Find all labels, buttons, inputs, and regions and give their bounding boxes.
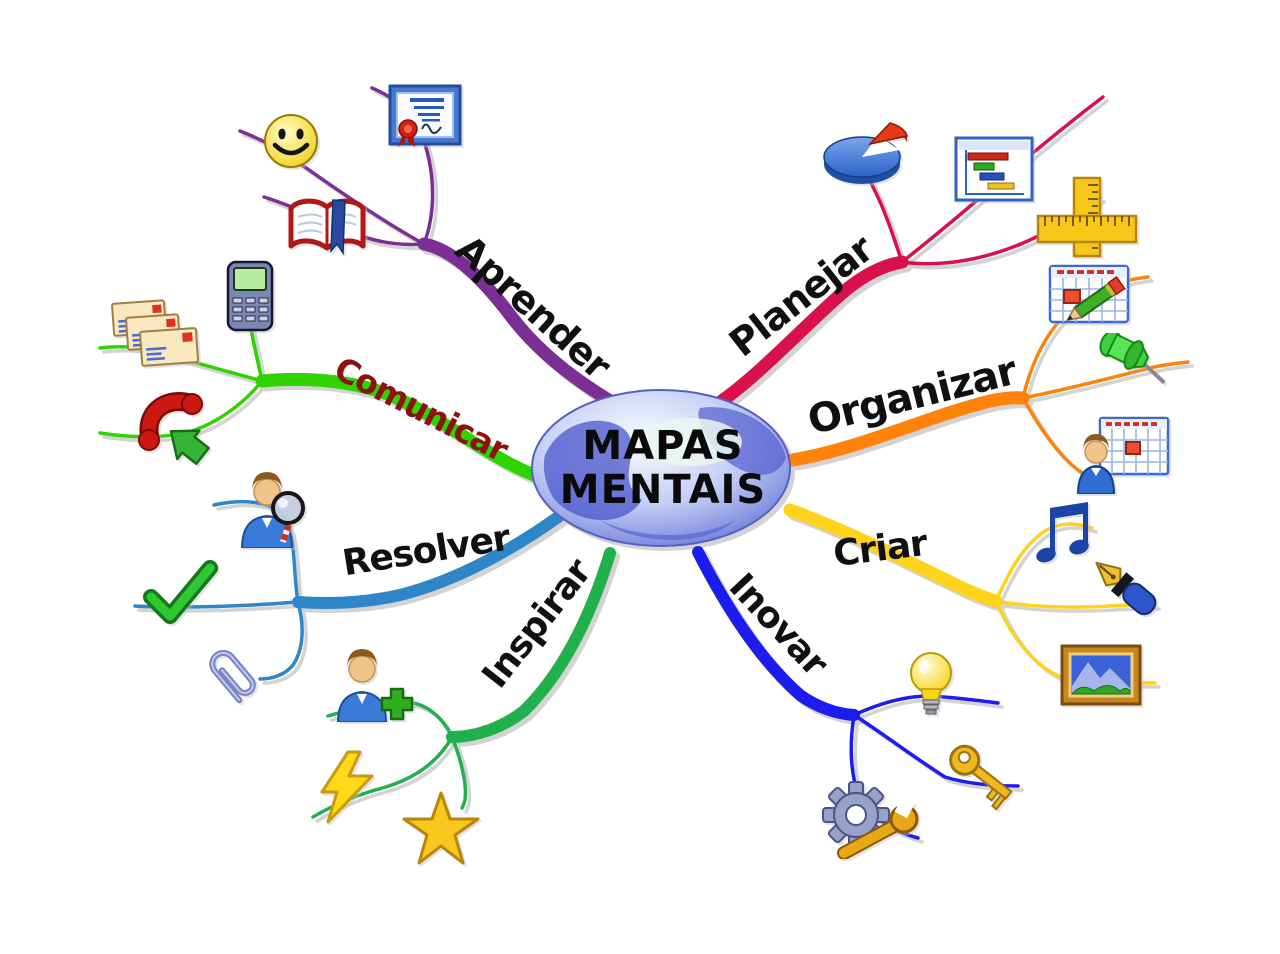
paperclip-icon[interactable] xyxy=(193,638,273,710)
key-icon[interactable] xyxy=(934,743,1014,825)
branch-criar-trunk xyxy=(783,503,1003,608)
branch-aprender-smiley-line xyxy=(238,129,426,246)
certificate-icon[interactable] xyxy=(388,84,462,150)
branch-inspirar-lightning-line xyxy=(311,735,454,819)
branch-planejar-trunk xyxy=(701,255,909,417)
picture-frame-icon[interactable] xyxy=(1060,644,1142,706)
envelopes-icon[interactable] xyxy=(110,298,202,368)
open-book-icon[interactable] xyxy=(286,196,368,258)
gantt-chart-icon[interactable] xyxy=(954,136,1034,204)
music-notes-icon[interactable] xyxy=(1030,500,1098,566)
fountain-pen-icon[interactable] xyxy=(1084,548,1164,624)
telephone-icon[interactable] xyxy=(136,386,220,466)
checkmark-icon[interactable] xyxy=(142,560,218,624)
branch-aprender-trunk xyxy=(417,237,640,421)
branch-inspirar-trunk xyxy=(446,547,616,743)
central-topic-line1: MAPAS xyxy=(582,423,744,469)
branch-inspirar-star-line xyxy=(450,735,468,810)
globe xyxy=(531,389,791,547)
central-topic-line2: MENTAIS xyxy=(559,467,767,513)
rulers-icon[interactable] xyxy=(1036,176,1138,258)
pushpin-icon[interactable] xyxy=(1088,333,1176,397)
person-magnifier-icon[interactable] xyxy=(226,466,314,548)
branch-organizar-trunk xyxy=(785,391,1030,467)
person-calendar-icon[interactable] xyxy=(1074,416,1172,494)
mobile-phone-icon[interactable] xyxy=(222,260,278,332)
light-bulb-icon[interactable] xyxy=(901,648,961,718)
branch-resolver-trunk xyxy=(292,506,571,610)
lightning-icon[interactable] xyxy=(314,750,380,824)
calendar-pencil-icon[interactable] xyxy=(1048,264,1130,324)
gear-wrench-icon[interactable] xyxy=(810,773,932,859)
branch-resolver-clip-line xyxy=(258,600,304,681)
person-add-icon[interactable] xyxy=(330,646,414,722)
pie-chart-icon[interactable] xyxy=(816,112,914,190)
branch-inovar-trunk xyxy=(692,546,860,721)
smiley-icon[interactable] xyxy=(262,112,320,170)
branch-organizar-pushpin-line xyxy=(1021,360,1190,400)
star-icon[interactable] xyxy=(402,790,480,868)
branch-comunicar-trunk xyxy=(255,372,549,485)
branch-criar-music-line xyxy=(994,522,1094,603)
central-topic[interactable]: MAPAS MENTAIS xyxy=(560,424,766,512)
